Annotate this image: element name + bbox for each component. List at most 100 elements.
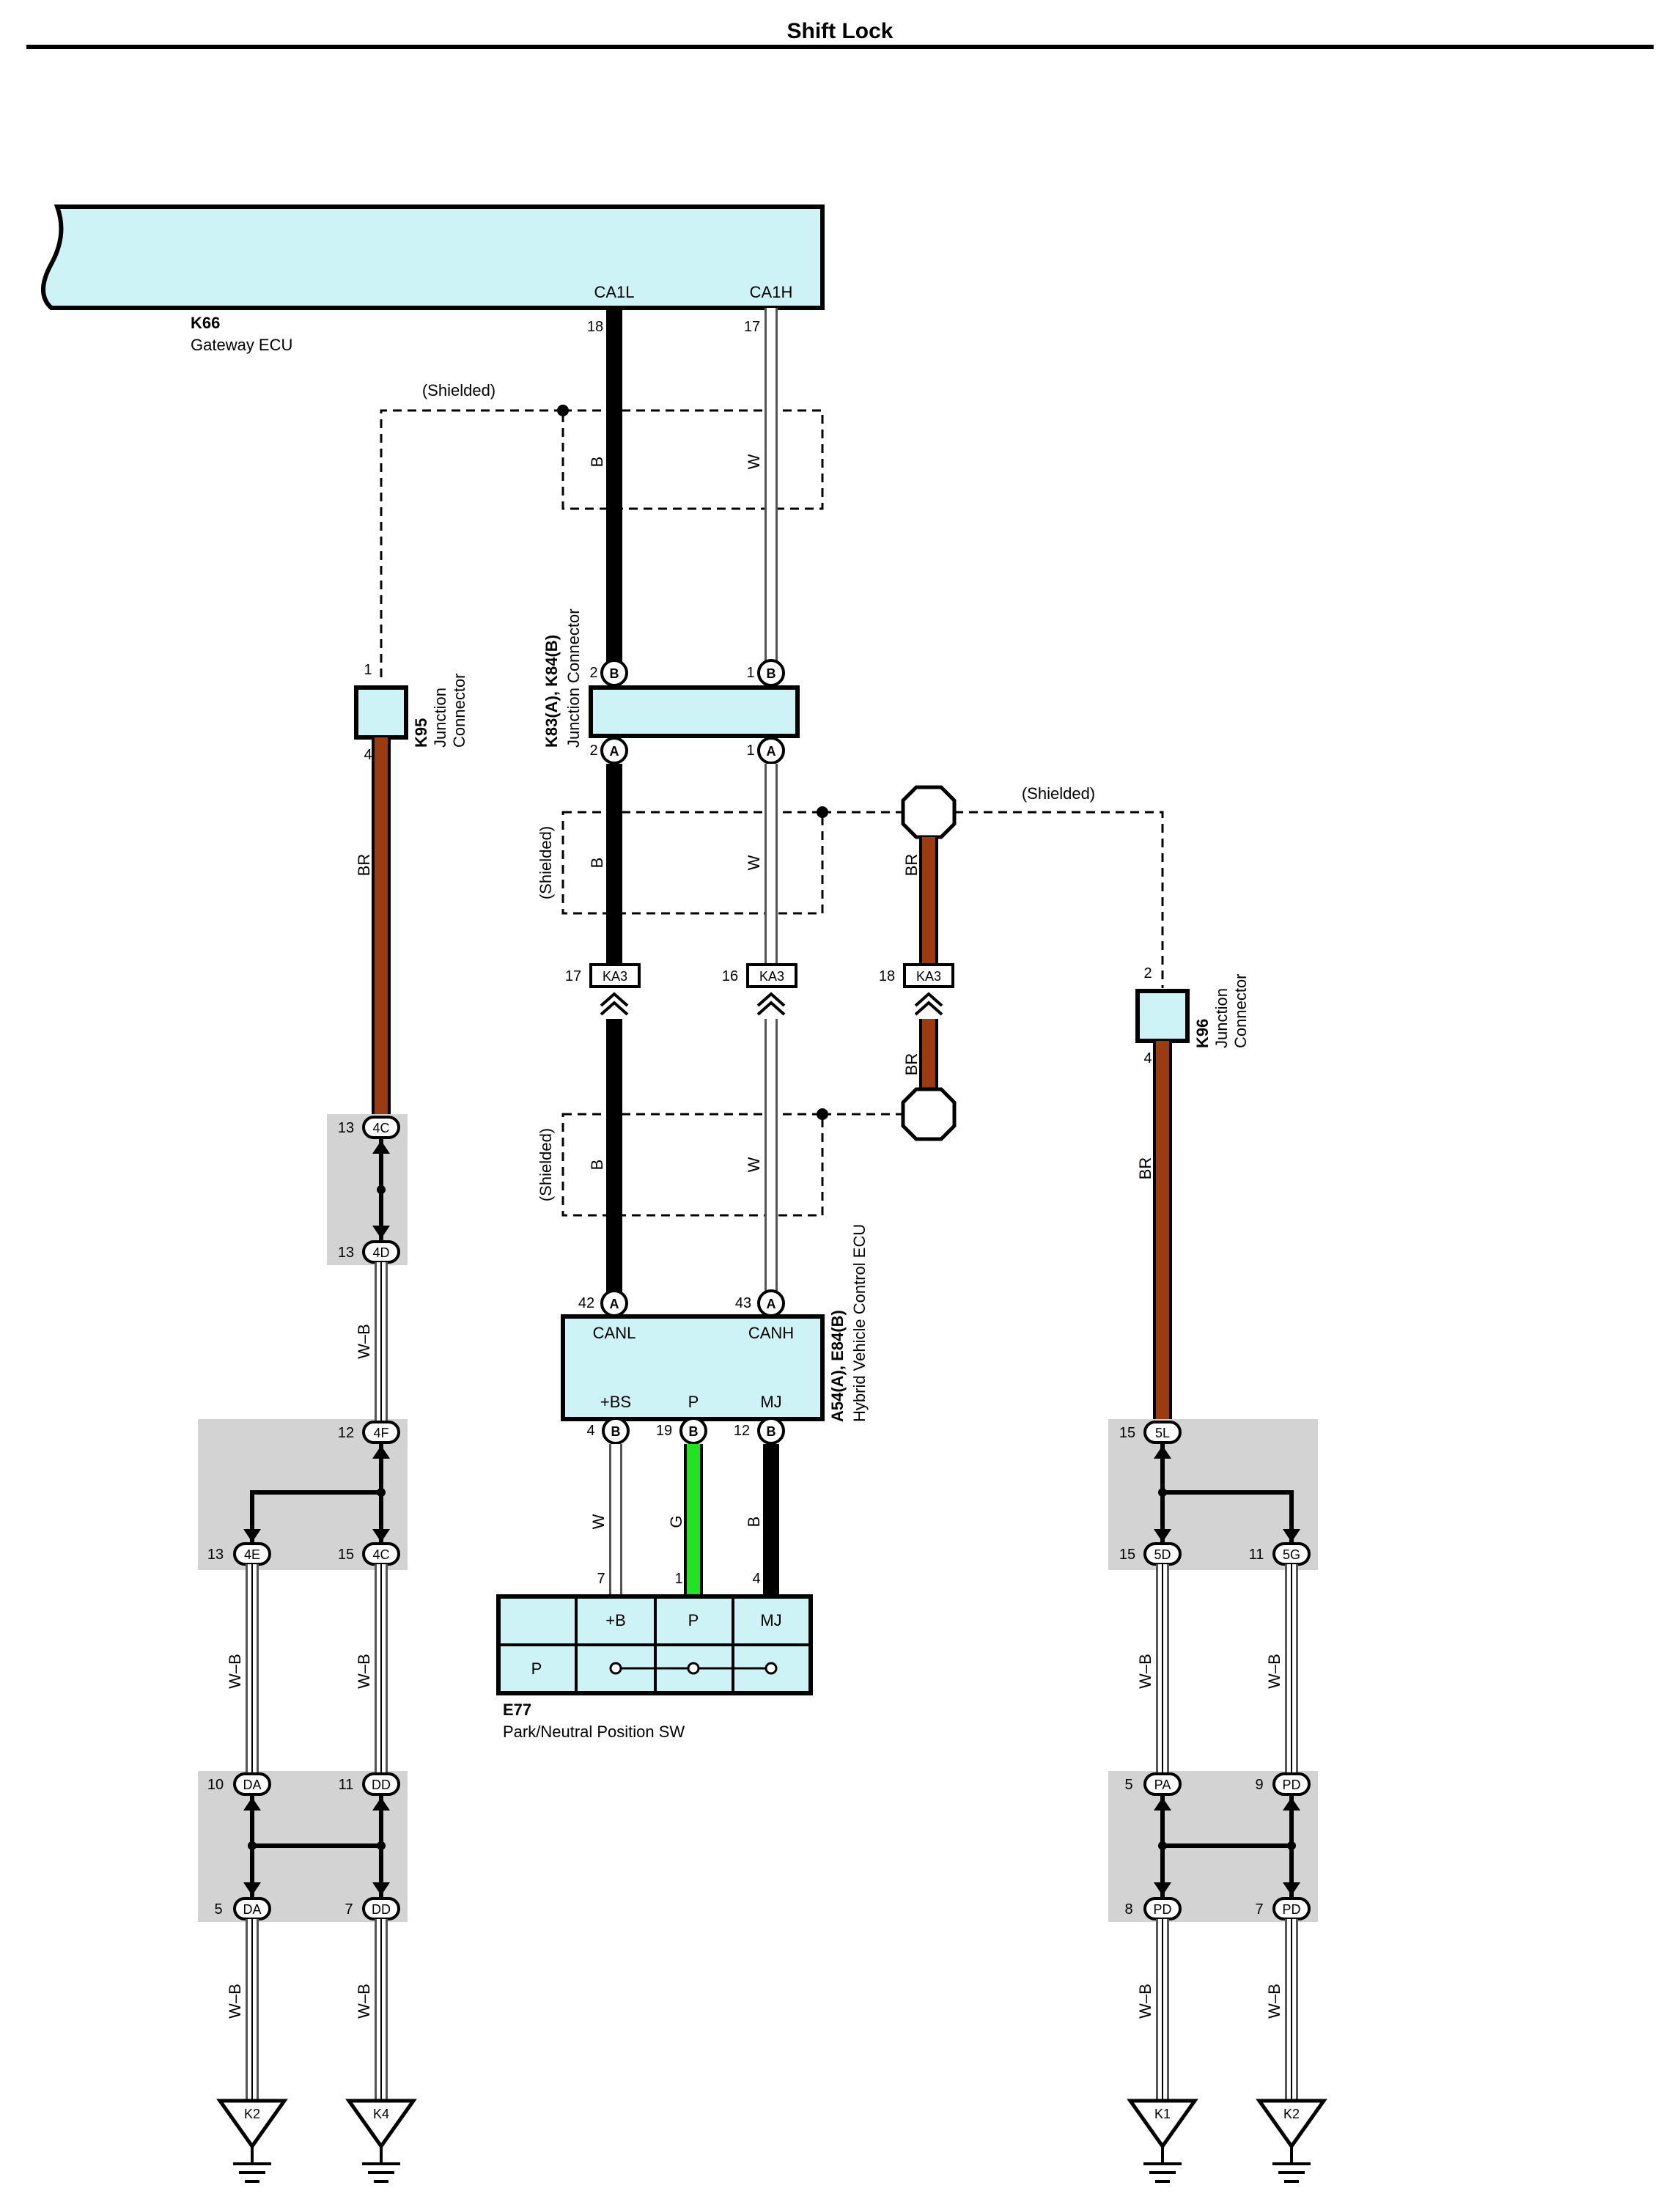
conn-4e: 4E [233, 1542, 271, 1566]
svg-text:DD: DD [372, 1902, 391, 1917]
a54-num-42: 42 [578, 1295, 594, 1311]
pin-4c-top: 13 [338, 1120, 354, 1136]
wire-color-wb-2: W–B [226, 1654, 244, 1689]
k83-name: Junction Connector [564, 608, 583, 748]
a54-name: Hybrid Vehicle Control ECU [850, 1224, 869, 1422]
shield-box-top [561, 409, 824, 510]
shield-ring-bottom [901, 1087, 957, 1141]
pin-da-bottom: 5 [214, 1901, 222, 1918]
e77-col-b: +B [605, 1611, 626, 1629]
k83-pin-tr: 1 [746, 665, 754, 681]
k83-code: K83(A), K84(B) [542, 635, 561, 748]
conn-5g: 5G [1272, 1542, 1311, 1566]
a54-num-4: 4 [586, 1423, 594, 1439]
pin-pd-bottom-right: 7 [1255, 1901, 1263, 1918]
pin-4d: 13 [338, 1245, 354, 1261]
junction-connector-k95 [354, 685, 408, 740]
wire-color-br-2: BR [902, 854, 921, 877]
e77-row-p: P [531, 1660, 542, 1678]
svg-text:4E: 4E [244, 1547, 260, 1562]
svg-text:4C: 4C [372, 1121, 389, 1135]
k96-line2: Connector [1231, 973, 1250, 1048]
conn-pd-top: PD [1272, 1772, 1311, 1796]
k95-code: K95 [412, 718, 430, 748]
ground-label-k2-right: K2 [1283, 2107, 1300, 2121]
wire-color-wb-9: W–B [1265, 1983, 1283, 2019]
wire-color-wb-1: W–B [355, 1324, 373, 1359]
ground-label-k2-left: K2 [244, 2107, 260, 2121]
wire-color-b-2: B [588, 858, 606, 869]
ground-symbol-k2-left [216, 2099, 288, 2183]
k96-line1: Junction [1212, 988, 1231, 1048]
e77-num-4: 4 [752, 1571, 760, 1587]
ka3-pin-16: 16 [722, 968, 738, 984]
wire-color-wb-8: W–B [1136, 1983, 1154, 2019]
svg-text:DA: DA [243, 1902, 261, 1917]
a54-num-43: 43 [735, 1295, 751, 1311]
k66-name: Gateway ECU [191, 336, 292, 354]
k95-line2: Connector [450, 673, 468, 748]
conn-dd-top: DD [362, 1772, 400, 1796]
k83-letter-a-right: A [767, 744, 776, 759]
ground-symbol-k4 [345, 2099, 417, 2183]
conn-pd-bottom-right: PD [1272, 1897, 1311, 1920]
e77-num-1: 1 [674, 1571, 682, 1587]
svg-text:5D: 5D [1154, 1547, 1171, 1562]
gateway-ecu-box [41, 205, 825, 310]
wire-color-w-4: W [589, 1514, 608, 1529]
ground-symbol-k1 [1127, 2099, 1198, 2183]
e77-col-p: P [688, 1611, 699, 1629]
wire-color-w-2: W [745, 855, 763, 870]
pin-5g: 11 [1249, 1547, 1264, 1563]
junction-connector-k83 [589, 685, 800, 738]
conn-4f: 4F [362, 1421, 400, 1444]
conn-5d: 5D [1143, 1542, 1182, 1566]
a54-letter-a-left: A [610, 1297, 619, 1311]
k95-line1: Junction [431, 688, 449, 748]
svg-text:PD: PD [1282, 1902, 1300, 1917]
pin-4c-bottom: 15 [338, 1547, 354, 1563]
svg-text:PA: PA [1154, 1778, 1171, 1792]
k83-letter-b-right: B [767, 666, 776, 681]
pin-dd-bottom: 7 [345, 1901, 353, 1918]
wire-color-b-4: B [745, 1517, 763, 1528]
wire-color-g: G [667, 1515, 685, 1528]
wire-color-wb-4: W–B [226, 1983, 244, 2019]
shield-label-middle: (Shielded) [537, 826, 555, 899]
k83-pin-tl: 2 [589, 665, 597, 681]
splice-block-4c-4d [327, 1114, 408, 1265]
k96-code: K96 [1193, 1019, 1212, 1048]
ground-symbol-k2-right [1256, 2099, 1327, 2183]
shield-box-middle [561, 811, 824, 915]
k83-letter-b-left: B [610, 666, 619, 681]
wire-color-b-3: B [588, 1160, 606, 1171]
svg-text:4F: 4F [373, 1426, 388, 1440]
shield-label-top: (Shielded) [422, 381, 495, 399]
a54-mj: MJ [760, 1393, 781, 1411]
k95-pin-top: 1 [364, 662, 372, 678]
wire-color-wb-6: W–B [1136, 1654, 1154, 1689]
wire-color-w-1: W [745, 454, 763, 469]
hybrid-vehicle-control-ecu [561, 1314, 825, 1421]
wire-color-br-4: BR [1136, 1157, 1154, 1180]
shield-ring-top [901, 785, 957, 839]
k83-letter-a-left: A [610, 744, 619, 759]
wire-color-wb-5: W–B [355, 1983, 373, 2019]
pin-pa: 5 [1124, 1777, 1132, 1793]
wire-color-br-3: BR [902, 1053, 921, 1076]
shield-label-lower: (Shielded) [537, 1128, 555, 1201]
k95-pin-bottom: 4 [364, 747, 372, 763]
pin-4e: 13 [207, 1547, 224, 1563]
a54-bs: +BS [600, 1393, 631, 1411]
conn-pa: PA [1143, 1772, 1182, 1796]
k83-pin-br: 1 [746, 743, 754, 759]
shield-drain-k96 [954, 811, 1164, 988]
pin-da-top: 10 [207, 1777, 224, 1793]
conn-4d: 4D [362, 1240, 400, 1264]
pin-4f: 12 [338, 1425, 354, 1441]
wire-color-wb-7: W–B [1265, 1654, 1283, 1689]
wire-color-w-3: W [745, 1157, 763, 1172]
ka3-label-16: KA3 [759, 969, 784, 984]
a54-num-12: 12 [734, 1423, 750, 1439]
